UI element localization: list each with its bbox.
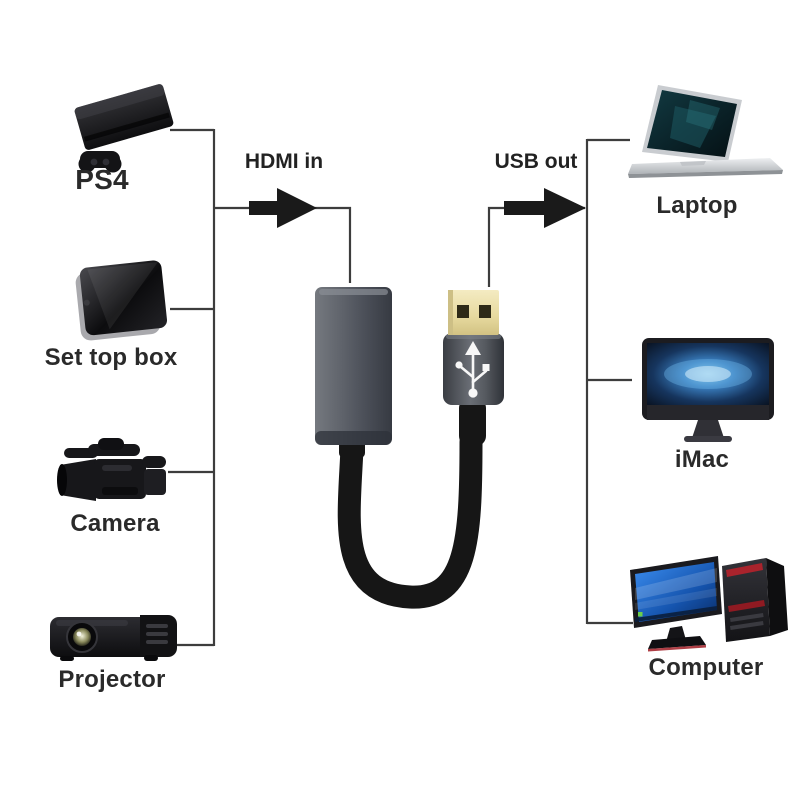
projector-icon (50, 615, 177, 661)
label-imac: iMac (674, 446, 730, 473)
usb-branch-line (487, 206, 585, 287)
adapter-image (315, 287, 504, 609)
tower (722, 558, 788, 642)
left-bus-line (168, 128, 216, 647)
set-top-box-icon (75, 260, 168, 341)
ps4-console-icon (74, 84, 174, 173)
label-camera: Camera (70, 510, 160, 537)
usb-strain-relief (459, 398, 486, 446)
label-set-top-box: Set top box (44, 344, 178, 371)
label-projector: Projector (58, 666, 166, 693)
label-ps4: PS4 (75, 164, 129, 195)
camcorder-icon (57, 438, 166, 501)
label-hdmi-in: HDMI in (244, 150, 324, 173)
usb-plug-icon (443, 290, 504, 405)
adapter-cable (337, 430, 483, 609)
hdmi-female-port-icon (315, 287, 392, 445)
usb-out-arrow-icon (504, 188, 586, 228)
right-bus-line (585, 138, 633, 625)
label-laptop: Laptop (656, 192, 738, 219)
monitor (630, 556, 722, 652)
laptop-icon (628, 85, 783, 178)
imac-icon (642, 338, 774, 442)
hdmi-in-arrow-icon (249, 188, 317, 228)
usb-trident-icon (455, 341, 490, 398)
label-usb-out: USB out (494, 150, 578, 173)
label-computer: Computer (648, 654, 764, 681)
desktop-computer-icon (630, 556, 788, 652)
ps4-controller (78, 151, 122, 173)
